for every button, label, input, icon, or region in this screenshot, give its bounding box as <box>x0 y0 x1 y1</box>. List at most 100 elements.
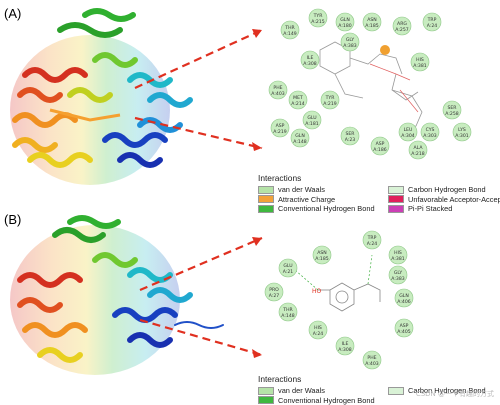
panel-b-residue-number: A:185 <box>315 256 328 262</box>
panel-a-residue-number: A:219 <box>273 129 286 135</box>
panel-a-legend-item: Conventional Hydrogen Bond <box>258 204 388 214</box>
panel-a-residue-number: A:180 <box>338 23 351 29</box>
panel-b-residue-type: TRP <box>367 235 377 241</box>
panel-a-residue-number: A:381 <box>413 63 426 69</box>
panel-a-legend-label: Pi-Pi Stacked <box>408 204 453 214</box>
panel-b-residue-number: A:383 <box>391 276 404 282</box>
panel-a-residue-type: ILE <box>307 55 314 61</box>
panel-b-legend-swatch <box>258 386 274 395</box>
panel-label-b: (B) <box>4 212 22 227</box>
panel-a-residue-circle <box>420 122 440 142</box>
panel-a-residue-circle <box>442 100 462 120</box>
panel-a-legend-swatch <box>258 185 274 194</box>
panel-a-legend-swatch <box>258 204 274 213</box>
panel-a-residue-type: CYS <box>426 127 435 133</box>
panel-a-residue-type: ASP <box>276 123 285 129</box>
panel-b-residue-type: GLU <box>283 263 292 269</box>
panel-a-residue-type: ALA <box>414 145 424 151</box>
panel-a-residue-circle <box>288 90 308 110</box>
panel-b-residue-type: GLN <box>399 293 409 299</box>
panel-b-residue-number: A:406 <box>397 299 410 305</box>
ligand-bonds-a <box>369 63 419 113</box>
panel-a-residue-type: SER <box>345 131 355 137</box>
panel-a-residue-type: ASP <box>376 141 385 147</box>
panel-a-residue-number: A:308 <box>303 61 316 67</box>
panel-b-residue-type: HIS <box>314 325 322 331</box>
panel-b-residue-number: A:403 <box>365 361 378 367</box>
panel-b-legend-label: van der Waals <box>278 386 325 396</box>
panel-b-residue-circle <box>335 336 355 356</box>
panel-a-residue-number: A:148 <box>293 139 306 145</box>
panel-b-residue-type: ASP <box>400 323 409 329</box>
panel-a-legend-label: Conventional Hydrogen Bond <box>278 204 375 214</box>
panel-a-residue-circle <box>392 16 412 36</box>
panel-a-residue-number: A:301 <box>455 133 468 139</box>
panel-a-legend-label: Carbon Hydrogen Bond <box>408 185 486 195</box>
ligand-skeleton-b <box>318 282 381 312</box>
panel-b-residue-circle <box>388 265 408 285</box>
panel-a-residue-type: MET <box>293 95 303 101</box>
panel-b-residue-circle <box>394 288 414 308</box>
panel-b-residue-number: A:21 <box>283 269 294 275</box>
panel-a-residue-number: A:218 <box>411 151 424 157</box>
panel-a-residue-circle <box>300 50 320 70</box>
panel-a-residue-circle <box>290 128 310 148</box>
panel-b-residue-type: PRO <box>269 287 279 293</box>
panel-label-a: (A) <box>4 6 22 21</box>
panel-a-residue-circle <box>340 32 360 52</box>
panel-a-residue-type: HIS <box>416 57 424 63</box>
legend-title-a: Interactions <box>258 173 302 183</box>
panel-a-residue-number: A:24 <box>427 23 438 29</box>
panel-a-legend-item: Unfavorable Acceptor-Acceptor <box>388 195 500 205</box>
panel-a-residue-circle <box>335 12 355 32</box>
panel-a-residue-circle <box>422 12 442 32</box>
protein-structure-a <box>10 8 193 185</box>
panel-a-residue-number: A:186 <box>373 147 386 153</box>
panel-b-residue-circle <box>362 350 382 370</box>
panel-a-residue-circle <box>308 8 328 28</box>
panel-a-residue-number: A:303 <box>423 133 436 139</box>
panel-a-residue-type: SER <box>447 105 457 111</box>
panel-a-residue-type: ARG <box>397 21 407 27</box>
panel-a-legend-swatch <box>258 195 274 204</box>
panel-a-residue-number: A:257 <box>395 27 408 33</box>
panel-a-residue-number: A:219 <box>323 101 336 107</box>
panel-a-residue-type: LYS <box>458 127 466 133</box>
panel-b-residue-type: PHE <box>367 355 376 361</box>
panel-a-residue-number: A:403 <box>271 91 284 97</box>
panel-a-legend-swatch <box>388 195 404 204</box>
panel-a-residue-type: ASN <box>367 17 377 23</box>
panel-b-residue-number: A:24 <box>367 241 378 247</box>
zoom-arrows <box>134 28 263 357</box>
panel-a-legend-item: Carbon Hydrogen Bond <box>388 185 500 195</box>
panel-a-residue-circle <box>268 80 288 100</box>
panel-b-legend-item: Conventional Hydrogen Bond <box>258 396 388 405</box>
panel-a-residue-type: TYR <box>313 13 324 19</box>
panel-b-residue-number: A:24 <box>313 331 324 337</box>
panel-a-legend-item: van der Waals <box>258 185 388 195</box>
panel-a-residue-number: A:258 <box>445 111 458 117</box>
legend-title-b: Interactions <box>258 374 302 384</box>
panel-a-residue-number: A:304 <box>401 133 414 139</box>
